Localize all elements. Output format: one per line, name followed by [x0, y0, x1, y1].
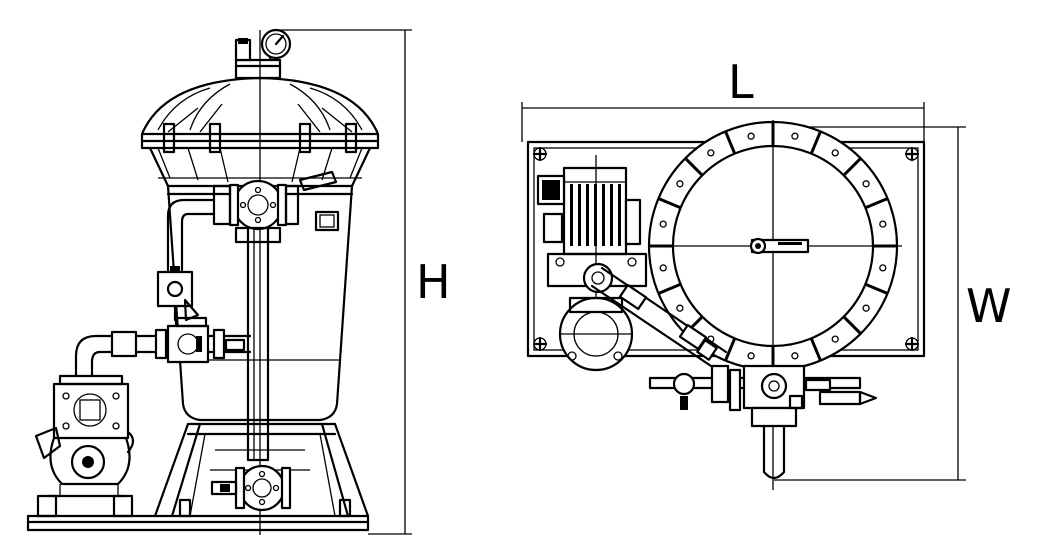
pump-head-top [558, 296, 634, 372]
flange-bolt-hole [707, 149, 715, 157]
flange-lug [842, 157, 862, 177]
lower-drain [210, 464, 292, 512]
corner-bolts [532, 146, 920, 352]
flange-bolt-hole [879, 220, 887, 228]
flange-lug [684, 157, 704, 177]
flange-bolt-hole [676, 180, 684, 188]
pressure-gauge [260, 28, 292, 62]
flange-bolt-hole [659, 220, 667, 228]
vent-valve [234, 38, 252, 62]
flange-lug [864, 282, 889, 295]
upper-outlet [212, 170, 338, 244]
flange-bolt-hole [831, 335, 839, 343]
tank-flange-top [647, 120, 902, 490]
height-label: H [416, 255, 451, 309]
coupling [582, 262, 614, 294]
flange-bolt-hole [879, 264, 887, 272]
flange-bolts [659, 132, 887, 360]
diagonal-pipe [590, 266, 728, 370]
outlet-manifold [648, 364, 878, 480]
flange-bolt-hole [862, 304, 870, 312]
flange-bolt-hole [747, 132, 755, 140]
pump-motor [536, 155, 648, 370]
height-dimension [280, 29, 412, 535]
suction-pipe [74, 316, 252, 378]
flange-bolt-hole [676, 304, 684, 312]
flange-bolt-hole [862, 180, 870, 188]
flange-lug [864, 197, 889, 210]
flange-lug [724, 130, 737, 155]
flange-lug [657, 282, 682, 295]
inlet-elbow [166, 198, 216, 272]
flange-lug [657, 197, 682, 210]
inlet-valve [156, 266, 200, 322]
flange-lug [809, 130, 822, 155]
front-view [26, 28, 412, 535]
top-view [521, 102, 966, 490]
flange-bolt-hole [791, 352, 799, 360]
length-label: L [728, 55, 754, 109]
flange-bolt-hole [747, 352, 755, 360]
flange-bolt-hole [659, 264, 667, 272]
pump-unit [34, 374, 135, 518]
width-label: W [966, 279, 1011, 333]
center-handle [749, 237, 810, 255]
length-dimension [521, 102, 925, 142]
tank-stand [153, 422, 370, 518]
flange-lug [809, 337, 822, 362]
base-skid [26, 514, 370, 532]
flange-lug [724, 337, 737, 362]
band-bolts [162, 122, 358, 154]
flange-lug [842, 315, 862, 335]
flange-bolt-hole [831, 149, 839, 157]
flange-bolt-hole [791, 132, 799, 140]
